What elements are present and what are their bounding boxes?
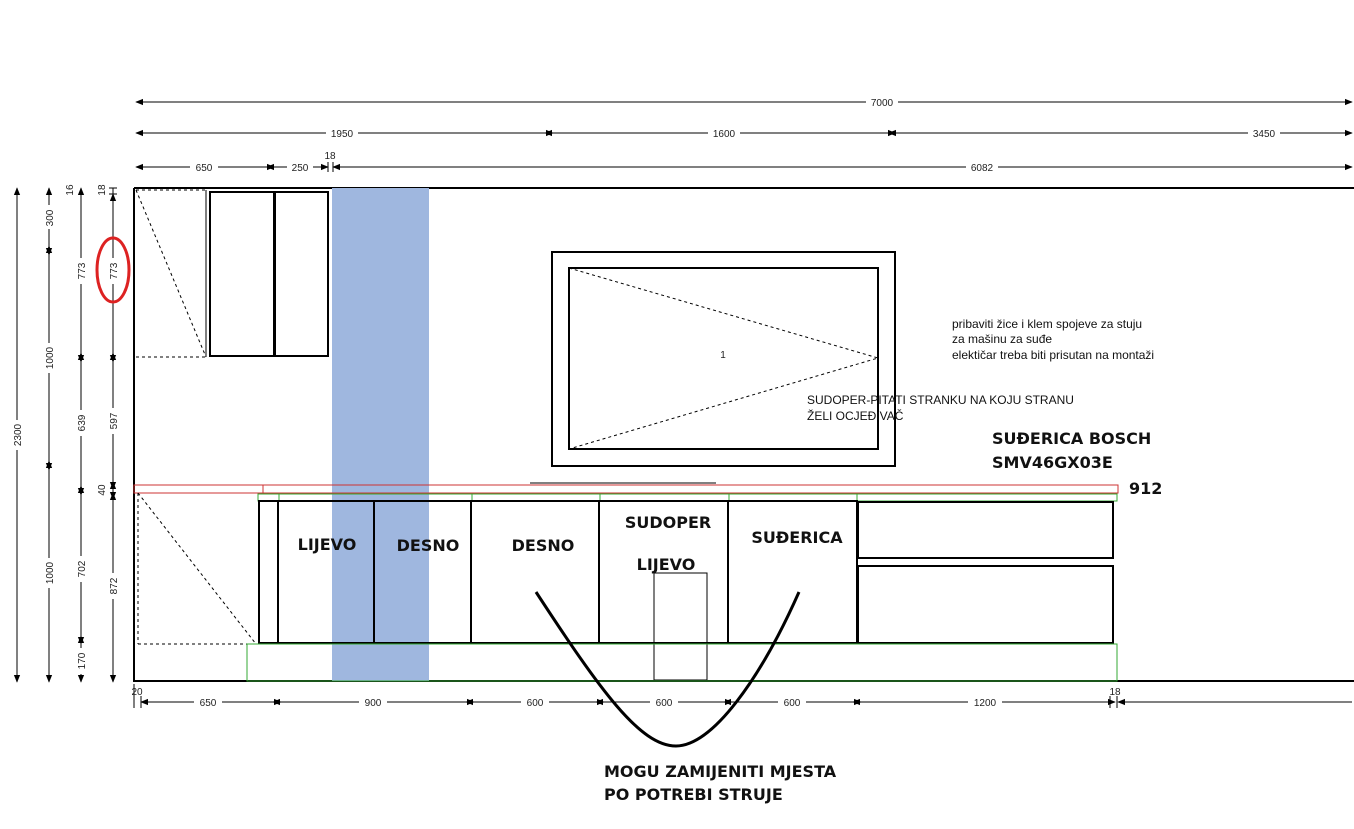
note-sink-2: ŽELI OCJEĐIVAČ	[807, 408, 904, 423]
label-model: SMV46GX03E	[992, 453, 1113, 472]
dim-597: 597	[109, 412, 120, 429]
marker-circle	[95, 236, 131, 304]
wall-column	[332, 188, 429, 681]
swap-curve	[534, 591, 801, 748]
dim-773-b: 773	[109, 262, 120, 279]
dim-total-7000: 7000	[871, 98, 894, 109]
label-lijevo-2: LIJEVO	[637, 555, 696, 574]
top-dimension-lines: 7000 1950 1600 3450 650 250 18 6082	[135, 96, 1353, 174]
dim-1000-lower: 1000	[45, 561, 56, 584]
dim-1600: 1600	[713, 129, 736, 140]
dim-650-bottom: 650	[200, 698, 217, 709]
notes: pribaviti žice i klem spojeve za stuju z…	[604, 317, 1154, 804]
label-912: 912	[1129, 479, 1162, 498]
cabinet-labels: LIJEVO DESNO DESNO SUDOPER LIJEVO SUĐERI…	[298, 429, 1163, 574]
dim-1200: 1200	[974, 698, 997, 709]
note-electric-2: za mašinu za suđe	[952, 332, 1052, 346]
dim-2300: 2300	[13, 423, 24, 446]
dim-18-top: 18	[324, 151, 336, 162]
wall-outline	[133, 187, 1354, 682]
dim-650-top: 650	[196, 163, 213, 174]
note-electric-1: pribaviti žice i klem spojeve za stuju	[952, 317, 1142, 331]
window-number: 1	[720, 350, 726, 361]
left-dimension-lines: 2300 16 300 1000 1000 773 639 702 170 18	[11, 184, 131, 683]
note-swap-2: PO POTREBI STRUJE	[604, 785, 783, 804]
label-desno-2: DESNO	[512, 536, 575, 555]
window: 1	[551, 251, 896, 467]
dim-20: 20	[131, 687, 143, 698]
note-sink-1: SUDOPER-PITATI STRANKU NA KOJU STRANU	[807, 393, 1074, 407]
dim-250: 250	[292, 163, 309, 174]
dim-702: 702	[77, 560, 88, 577]
label-desno-1: DESNO	[397, 536, 460, 555]
worktop	[133, 482, 1119, 502]
dim-6082: 6082	[971, 163, 994, 174]
note-electric-3: elektičar treba biti prisutan na montaži	[952, 348, 1154, 362]
dim-900: 900	[365, 698, 382, 709]
dim-600-c: 600	[784, 698, 801, 709]
dim-1000-upper: 1000	[45, 346, 56, 369]
label-lijevo-1: LIJEVO	[298, 535, 357, 554]
note-swap-1: MOGU ZAMIJENITI MJESTA	[604, 762, 837, 781]
dim-18-left: 18	[97, 184, 108, 196]
upper-cabinets	[135, 189, 329, 358]
dim-40: 40	[97, 484, 108, 496]
lower-cabinets	[137, 492, 1118, 682]
dim-3450: 3450	[1253, 129, 1276, 140]
dim-872: 872	[109, 577, 120, 594]
dim-16: 16	[65, 184, 76, 196]
label-sudoper: SUDOPER	[625, 513, 711, 532]
bottom-dimension-lines: 20 18 650 900 600 600 600 1200	[131, 684, 1352, 709]
dim-639: 639	[77, 414, 88, 431]
dim-773-a: 773	[77, 262, 88, 279]
dim-300: 300	[45, 209, 56, 226]
dim-600-b: 600	[656, 698, 673, 709]
dim-600-a: 600	[527, 698, 544, 709]
dim-1950: 1950	[331, 129, 354, 140]
dim-18-bottom: 18	[1109, 687, 1121, 698]
label-suderica: SUĐERICA	[751, 528, 843, 547]
dim-170: 170	[77, 652, 88, 669]
label-suderica-bosch: SUĐERICA BOSCH	[992, 429, 1151, 448]
